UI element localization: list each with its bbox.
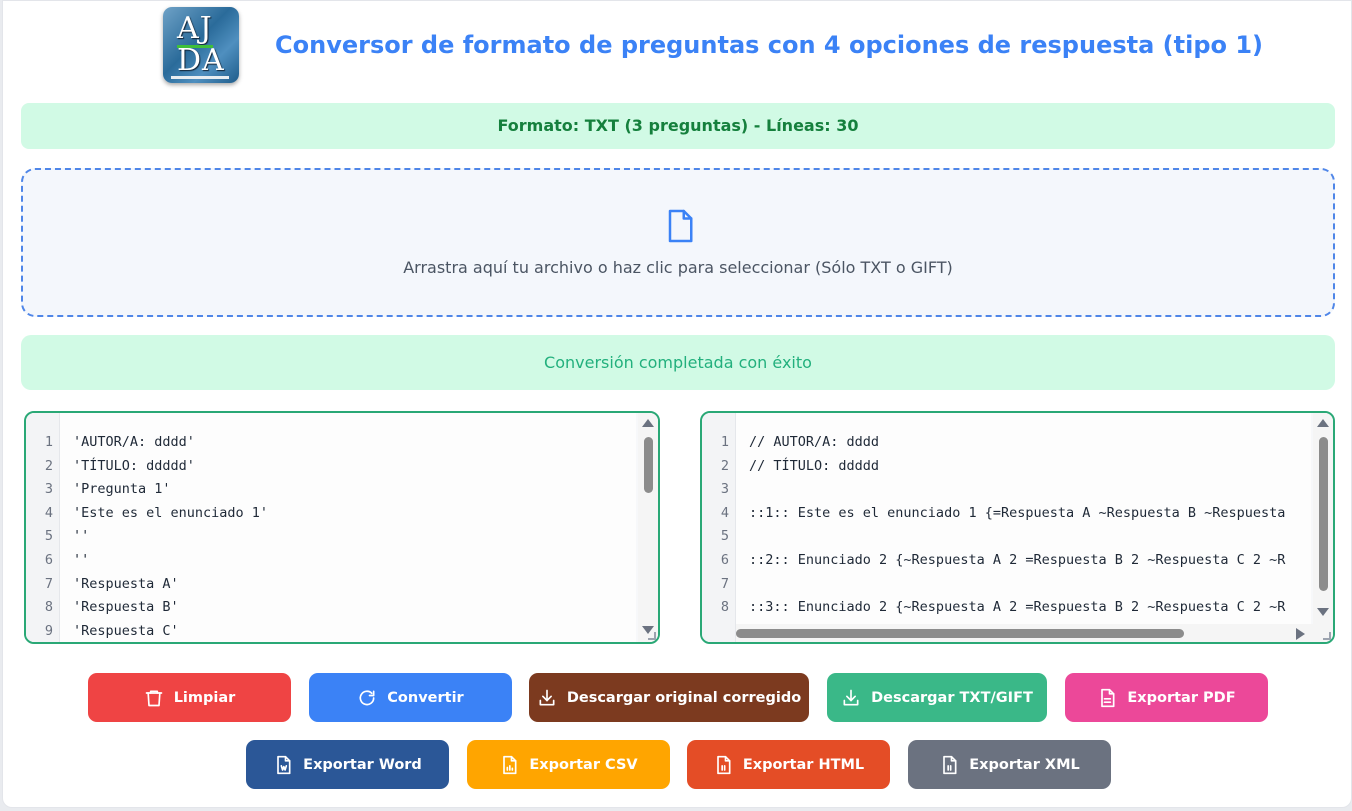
exportar-xml-label: Exportar XML [969,756,1080,773]
exportar-xml-button[interactable]: Exportar XML [908,740,1111,789]
download-icon [843,689,859,705]
code-line [749,525,1311,549]
code-line: 'AUTOR/A: dddd' [73,434,195,450]
dropzone-text: Arrastra aquí tu archivo o haz clic para… [403,258,953,277]
success-message: Conversión completada con éxito [21,335,1335,390]
exportar-html-button[interactable]: Exportar HTML [687,740,890,789]
limpiar-button[interactable]: Limpiar [88,673,291,722]
page-title: Conversor de formato de preguntas con 4 … [275,31,1264,59]
descargar-original-button[interactable]: Descargar original corregido [529,673,809,722]
convertir-label: Convertir [387,689,464,706]
code-line: '' [73,551,90,568]
line-number: 5 [720,528,729,545]
word-file-icon [277,755,291,774]
file-dropzone[interactable]: Arrastra aquí tu archivo o haz clic para… [21,168,1335,317]
line-number-gutter: 1 2 3 4 5 6 7 8 [702,413,736,642]
file-icon [668,209,693,243]
line-number: 8 [44,599,53,616]
line-number: 7 [720,575,729,592]
line-number: 2 [44,457,53,474]
exportar-csv-button[interactable]: Exportar CSV [467,740,670,789]
code-line: 'Este es el enunciado 1' [73,504,269,521]
line-number: 3 [720,481,729,498]
line-number: 8 [720,599,729,616]
code-line: 'Respuesta A' [73,575,179,592]
line-number: 7 [44,575,53,592]
horizontal-scrollbar[interactable] [736,624,1313,642]
code-line: 'TÍTULO: ddddd' [73,457,195,474]
output-editor[interactable]: 1 2 3 4 5 6 7 8 // AUTOR/A: dddd // TÍTU… [700,411,1335,644]
ajda-logo: AJ DA [163,7,239,83]
vertical-scrollbar[interactable] [638,413,658,642]
scroll-up-icon[interactable] [1317,419,1329,427]
code-line: '' [73,528,90,545]
xml-file-icon [943,755,957,774]
descargar-original-label: Descargar original corregido [566,689,802,706]
code-line: 'Respuesta B' [73,599,179,616]
line-number: 3 [44,481,53,498]
line-number: 9 [44,622,53,639]
line-number: 6 [44,551,53,568]
download-icon [539,689,555,705]
limpiar-label: Limpiar [173,689,236,706]
format-status-bar: Formato: TXT (3 preguntas) - Líneas: 30 [21,103,1335,149]
line-number: 1 [720,434,729,450]
exportar-pdf-label: Exportar PDF [1127,689,1236,706]
exportar-csv-label: Exportar CSV [529,756,638,773]
input-editor[interactable]: 1 2 3 4 5 6 7 8 9 'AUTOR/A: dddd' 'TÍTUL… [24,411,660,644]
exportar-word-label: Exportar Word [303,756,422,773]
scroll-down-icon[interactable] [1317,608,1329,616]
vertical-scrollbar[interactable] [1313,413,1333,642]
html-file-icon [716,755,731,774]
scrollbar-thumb[interactable] [1319,437,1328,591]
exportar-pdf-button[interactable]: Exportar PDF [1065,673,1268,722]
header: AJ DA Conversor de formato de preguntas … [3,1,1352,93]
line-number: 5 [44,528,53,545]
code-line [749,478,1311,502]
code-line: 'Respuesta C' [73,622,179,639]
scrollbar-thumb[interactable] [736,629,1184,638]
code-line: // AUTOR/A: dddd [749,434,880,450]
trash-icon [145,690,163,706]
exportar-word-button[interactable]: Exportar Word [246,740,449,789]
code-line: // TÍTULO: ddddd [749,457,880,474]
output-code-area[interactable]: // AUTOR/A: dddd // TÍTULO: ddddd ::1:: … [736,413,1311,624]
scroll-right-icon[interactable] [1296,628,1305,640]
scroll-up-icon[interactable] [642,419,654,427]
code-line [749,573,1311,597]
scroll-down-icon[interactable] [642,626,654,634]
descargar-txt-gift-button[interactable]: Descargar TXT/GIFT [827,673,1047,722]
code-line: 'Pregunta 1' [73,481,171,498]
csv-file-icon [503,755,517,774]
resize-handle[interactable] [1323,632,1331,640]
descargar-txt-gift-label: Descargar TXT/GIFT [871,689,1033,706]
exportar-html-label: Exportar HTML [742,756,865,773]
refresh-icon [359,689,375,705]
document-icon [1101,688,1115,707]
code-line: ::2:: Enunciado 2 {~Respuesta A 2 =Respu… [749,551,1286,568]
scrollbar-thumb[interactable] [644,437,653,493]
line-number: 1 [44,434,53,450]
line-number: 4 [720,504,729,521]
line-number: 4 [44,504,53,521]
line-number: 6 [720,551,729,568]
convertir-button[interactable]: Convertir [309,673,512,722]
code-line: ::1:: Este es el enunciado 1 {=Respuesta… [749,504,1286,521]
code-line: ::3:: Enunciado 2 {~Respuesta A 2 =Respu… [749,599,1286,616]
input-code-area[interactable]: 'AUTOR/A: dddd' 'TÍTULO: ddddd' 'Pregunt… [60,413,636,642]
resize-handle[interactable] [648,632,656,640]
line-number: 2 [720,457,729,474]
line-number-gutter: 1 2 3 4 5 6 7 8 9 [26,413,60,642]
